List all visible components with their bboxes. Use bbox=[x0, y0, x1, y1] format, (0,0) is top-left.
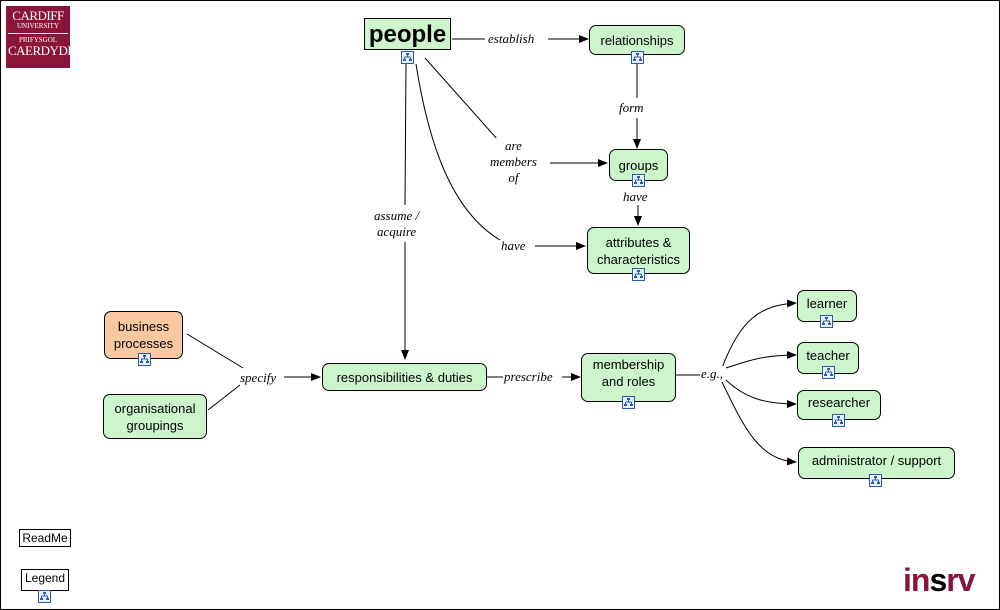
concept-people[interactable]: people bbox=[364, 18, 451, 50]
concept-label: organisational groupings bbox=[114, 400, 196, 433]
logo-line: CARDIFF bbox=[12, 8, 64, 23]
edge-eg-learner bbox=[721, 299, 797, 369]
concept-attributes-characteristics[interactable]: attributes & characteristics bbox=[587, 227, 690, 274]
concept-label: business processes bbox=[113, 319, 174, 351]
link-label-have-groups: have bbox=[623, 189, 648, 205]
link-label-line: acquire bbox=[376, 224, 417, 239]
concept-label: relationships bbox=[600, 32, 674, 48]
edge-eg-researcher bbox=[725, 379, 797, 408]
link-label-eg: e.g., bbox=[701, 366, 724, 382]
concept-map-icon[interactable] bbox=[631, 51, 644, 64]
logo-part: in bbox=[903, 562, 930, 598]
logo-line: UNIVERSITY bbox=[8, 22, 68, 34]
concept-label: teacher bbox=[806, 347, 850, 363]
concept-map-icon[interactable] bbox=[38, 590, 51, 603]
link-label-line: of bbox=[508, 170, 519, 185]
link-label-line: assume / bbox=[374, 208, 420, 223]
link-label-establish: establish bbox=[488, 31, 535, 47]
concept-label: membership and roles bbox=[592, 356, 665, 389]
concept-label: learner bbox=[806, 295, 848, 311]
concept-map-icon[interactable] bbox=[401, 51, 414, 64]
concept-map-icon[interactable] bbox=[138, 353, 151, 366]
edge-eg-teacher bbox=[725, 351, 797, 369]
link-label-are-members-of: are members of bbox=[490, 138, 537, 186]
concept-map-icon[interactable] bbox=[632, 174, 645, 187]
edge-people-have bbox=[415, 63, 501, 241]
link-label-line: are bbox=[505, 138, 522, 153]
edge-org-specify bbox=[207, 384, 241, 411]
edge-people-members bbox=[424, 57, 499, 141]
concept-map-icon[interactable] bbox=[622, 396, 635, 409]
concept-map-icon[interactable] bbox=[832, 414, 845, 427]
concept-label: attributes & characteristics bbox=[596, 234, 681, 267]
edge-eg-administrator bbox=[721, 381, 797, 466]
concept-responsibilities-duties[interactable]: responsibilities & duties bbox=[322, 363, 487, 391]
logo-line: CAERDYDD bbox=[8, 43, 77, 58]
readme-button[interactable]: ReadMe bbox=[19, 529, 71, 547]
concept-label: responsibilities & duties bbox=[336, 369, 473, 385]
concept-organisational-groupings[interactable]: organisational groupings bbox=[103, 394, 207, 439]
insrv-logo: insrv bbox=[903, 562, 975, 598]
edge-people-assume bbox=[404, 63, 407, 206]
concept-map-icon[interactable] bbox=[820, 315, 833, 328]
concept-map-icon[interactable] bbox=[869, 474, 882, 487]
link-label-form: form bbox=[619, 100, 644, 116]
concept-relationships[interactable]: relationships bbox=[589, 25, 685, 55]
link-label-prescribe: prescribe bbox=[504, 369, 553, 385]
legend-label: Legend bbox=[24, 571, 66, 585]
concept-teacher[interactable]: teacher bbox=[797, 342, 859, 374]
cardiff-university-logo: CARDIFF UNIVERSITY PRIFYSGOL CAERDYDD bbox=[6, 6, 77, 68]
readme-label: ReadMe bbox=[22, 530, 68, 545]
legend-button[interactable]: Legend bbox=[21, 569, 69, 591]
concept-label: groups bbox=[618, 157, 659, 173]
concept-business-processes[interactable]: business processes bbox=[104, 311, 183, 359]
concept-label: people bbox=[368, 20, 447, 48]
edge-business-specify bbox=[186, 333, 244, 369]
logo-line: PRIFYSGOL bbox=[18, 36, 58, 44]
link-label-line: members bbox=[490, 154, 537, 169]
link-label-assume-acquire: assume / acquire bbox=[374, 208, 420, 240]
concept-label: administrator / support bbox=[811, 452, 942, 468]
concept-map-icon[interactable] bbox=[822, 366, 835, 379]
concept-administrator-support[interactable]: administrator / support bbox=[798, 447, 955, 479]
logo-part: rv bbox=[946, 562, 975, 598]
concept-map-icon[interactable] bbox=[632, 268, 645, 281]
logo-part: s bbox=[929, 562, 947, 598]
link-label-have-people: have bbox=[501, 238, 526, 254]
concept-label: researcher bbox=[807, 394, 871, 410]
link-label-specify: specify bbox=[240, 370, 277, 386]
concept-membership-roles[interactable]: membership and roles bbox=[581, 353, 676, 402]
